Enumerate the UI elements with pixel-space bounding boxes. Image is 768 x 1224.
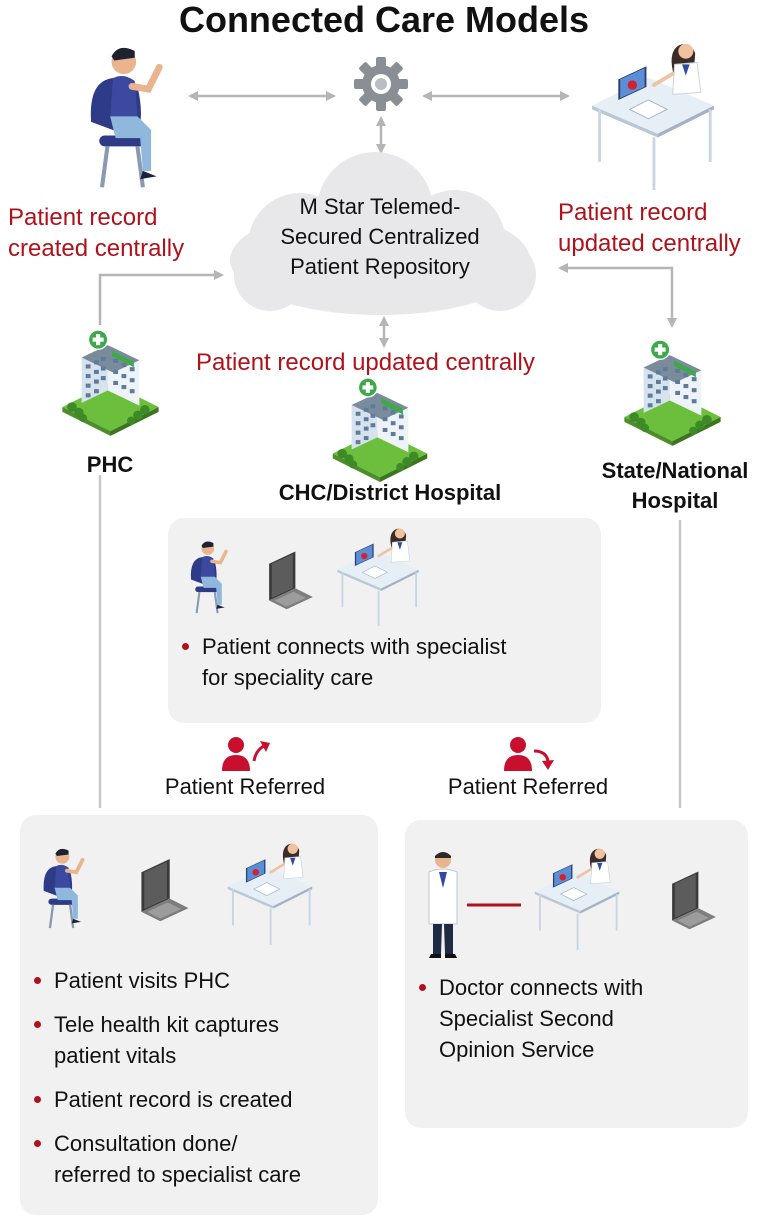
bullet-item: Consultation done/ referred to specialis… xyxy=(34,1128,369,1190)
bullet-item: Patient visits PHC xyxy=(34,965,369,996)
state-hospital-illustration xyxy=(623,339,722,447)
bullet-item: Patient record is created xyxy=(34,1084,369,1115)
page-title: Connected Care Models xyxy=(178,0,590,40)
patient-referred-up-icon xyxy=(222,737,270,771)
patient-referred-down-icon xyxy=(504,737,554,771)
state-label: State/National Hospital xyxy=(601,458,749,513)
doctor-desk-illustration xyxy=(590,41,716,192)
patient-referred-left: Patient Referred xyxy=(164,774,326,799)
annotation-updated-centrally-center: Patient record updated centrally xyxy=(196,349,535,376)
phc-panel: Patient visits PHC Tele health kit captu… xyxy=(20,815,378,1215)
annotation-updated-centrally-right: Patient record updated centrally xyxy=(558,199,741,257)
gear-icon xyxy=(354,57,408,111)
laptop-icon xyxy=(672,871,716,930)
patient-illustration-small xyxy=(41,846,85,931)
bullet-item: Patient connects with specialist for spe… xyxy=(182,631,592,693)
annotation-created-centrally: Patient record created centrally xyxy=(8,204,185,262)
laptop-icon xyxy=(269,551,313,610)
cloud-shape xyxy=(230,152,536,315)
center-panel: Patient connects with specialist for spe… xyxy=(168,518,601,723)
phc-label: PHC xyxy=(86,452,134,477)
doctor-desk-illustration-small xyxy=(226,842,314,947)
cloud-label: M Star Telemed- Secured Centralized Pati… xyxy=(235,192,525,282)
patient-referred-right: Patient Referred xyxy=(447,774,609,799)
second-opinion-panel: Doctor connects with Specialist Second O… xyxy=(405,820,748,1128)
cloud-text: M Star Telemed- Secured Centralized Pati… xyxy=(280,194,480,279)
phc-hospital-illustration xyxy=(61,329,160,437)
doctor-desk-illustration-small xyxy=(533,847,621,952)
second-opinion-bullets: Doctor connects with Specialist Second O… xyxy=(419,972,739,1078)
phc-cloud-arrow xyxy=(98,270,224,325)
doctor-desk-illustration-small xyxy=(336,527,420,628)
chc-label: CHC/District Hospital xyxy=(278,480,502,505)
connection-line xyxy=(467,903,521,907)
phc-bullets: Patient visits PHC Tele health kit captu… xyxy=(34,965,369,1203)
bullet-item: Doctor connects with Specialist Second O… xyxy=(419,972,739,1065)
center-bullets: Patient connects with specialist for spe… xyxy=(182,631,592,706)
patient-illustration xyxy=(72,40,192,190)
chc-hospital-illustration xyxy=(332,377,428,483)
laptop-icon xyxy=(141,859,189,922)
cloud-state-arrow xyxy=(558,263,677,328)
bullet-item: Tele health kit captures patient vitals xyxy=(34,1009,369,1071)
doctor-standing-illustration xyxy=(428,852,458,958)
patient-illustration-small xyxy=(189,539,228,615)
